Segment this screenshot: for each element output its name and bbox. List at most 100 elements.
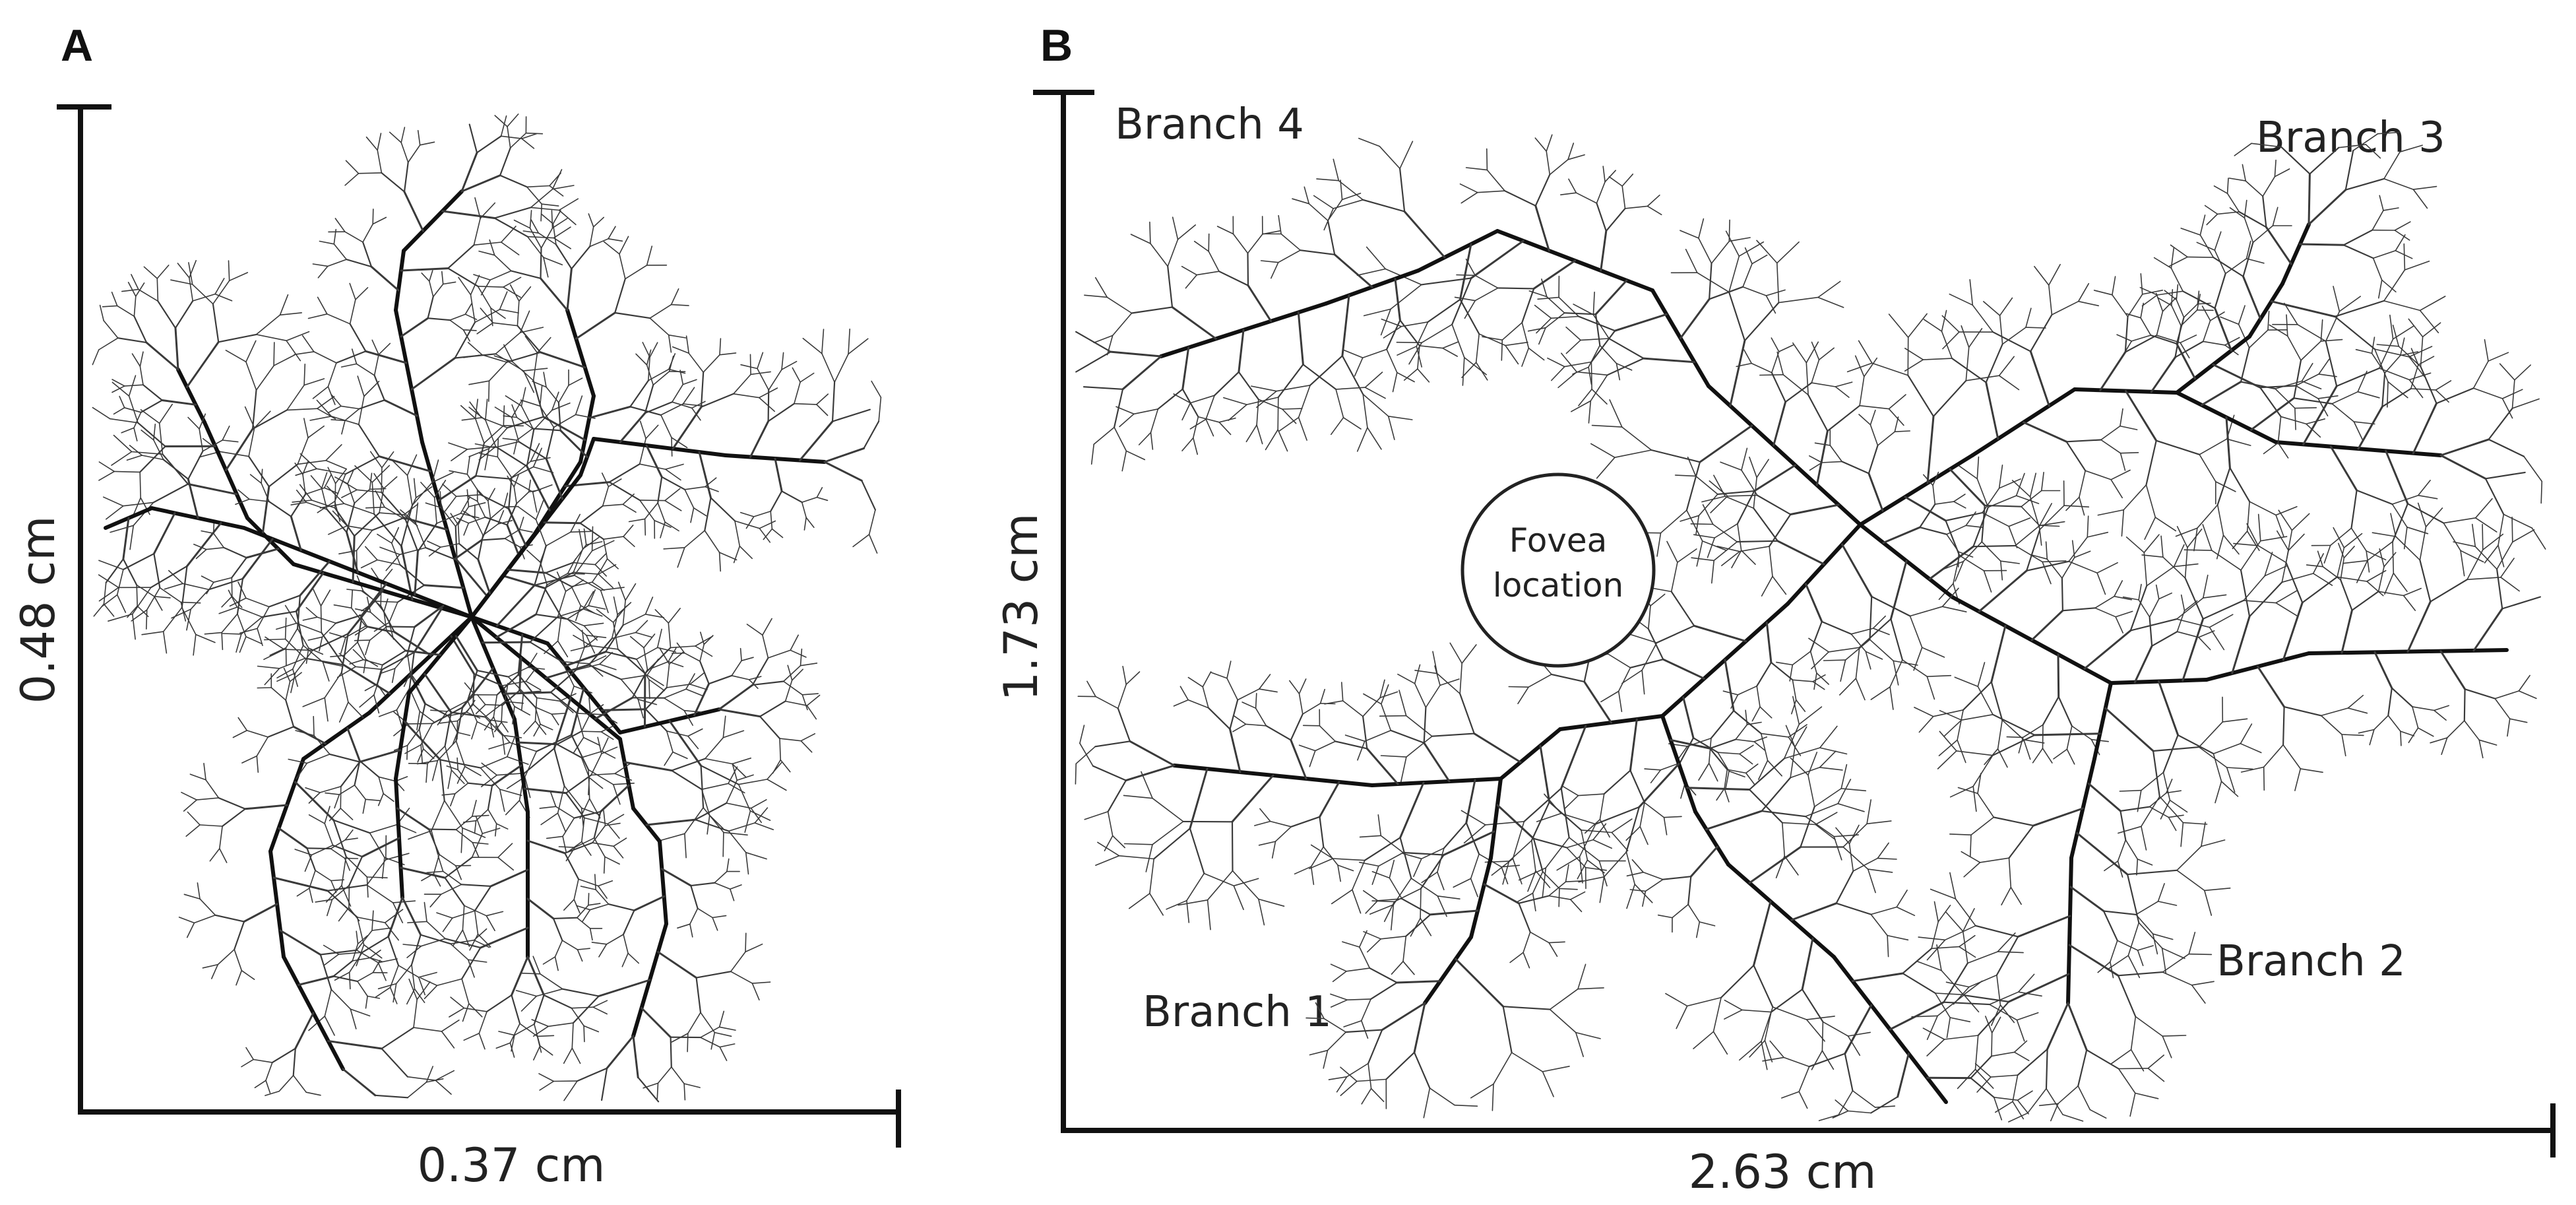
vessel-segment xyxy=(1616,362,1633,371)
vessel-segment xyxy=(1119,413,1135,428)
vessel-segment xyxy=(801,694,808,711)
vessel-segment xyxy=(1247,252,1249,286)
vessel-segment xyxy=(539,973,563,990)
vessel-segment xyxy=(2392,324,2400,347)
vessel-segment xyxy=(516,416,534,430)
vessel-segment xyxy=(383,611,387,632)
vessel-segment xyxy=(668,647,677,663)
vessel-segment xyxy=(349,282,356,300)
vessel-segment xyxy=(436,912,453,919)
vessel-segment xyxy=(399,564,425,586)
vessel-segment xyxy=(499,147,511,176)
vessel-segment xyxy=(571,245,591,270)
vessel-segment xyxy=(1459,183,1478,193)
vessel-segment xyxy=(463,1033,480,1041)
vessel-segment xyxy=(1955,560,1964,582)
vessel-segment xyxy=(614,311,651,319)
vessel-segment xyxy=(2029,472,2036,498)
vessel-segment xyxy=(1889,560,1908,620)
vessel-segment xyxy=(444,938,482,949)
vessel-segment xyxy=(2272,207,2278,226)
vessel-segment xyxy=(305,487,325,495)
vessel-segment xyxy=(1811,382,1837,387)
vessel-segment xyxy=(1539,744,1551,803)
vessel-segment xyxy=(2118,826,2142,834)
vessel-segment xyxy=(1745,772,1756,786)
vessel-segment xyxy=(1963,862,1981,878)
vessel-segment xyxy=(573,736,584,754)
vessel-segment xyxy=(1592,823,1607,841)
vessel-segment xyxy=(413,478,417,499)
vessel-segment xyxy=(1790,757,1809,776)
vessel-segment xyxy=(103,496,124,507)
vessel-segment xyxy=(406,653,411,674)
vessel-segment xyxy=(1618,690,1623,713)
vessel-segment xyxy=(1690,523,1714,525)
vessel-segment xyxy=(600,725,615,733)
vessel-segment xyxy=(1379,679,1385,699)
vessel-segment xyxy=(193,915,216,924)
vessel-segment xyxy=(375,987,391,998)
vessel-segment xyxy=(719,1043,736,1048)
vessel-segment xyxy=(1840,659,1846,682)
vessel-segment xyxy=(190,589,210,610)
vessel-segment xyxy=(1358,137,1381,147)
vessel-segment xyxy=(2482,523,2484,550)
vessel-segment xyxy=(1858,414,1871,426)
vessel-segment xyxy=(2155,440,2201,455)
vessel-segment xyxy=(2057,653,2060,698)
vessel-segment xyxy=(410,357,456,391)
vessel-segment xyxy=(231,557,247,579)
vessel-segment xyxy=(290,493,307,517)
vessel-segment xyxy=(364,546,378,561)
vessel-segment xyxy=(1342,416,1362,430)
vessel-segment xyxy=(1528,674,1552,688)
vessel-segment xyxy=(2366,550,2370,573)
vessel-segment xyxy=(2341,734,2364,736)
vessel-segment xyxy=(1858,618,1892,649)
vessel-segment xyxy=(1847,1035,1861,1056)
vessel-segment xyxy=(369,611,388,628)
vessel-segment xyxy=(768,369,782,391)
vessel-segment xyxy=(2149,598,2160,618)
vessel-segment xyxy=(592,1006,608,1015)
vessel-segment xyxy=(801,496,818,503)
vessel-segment xyxy=(416,711,421,731)
vessel-segment xyxy=(531,1019,550,1027)
vessel-segment xyxy=(1985,343,2003,383)
vessel-segment xyxy=(218,797,246,810)
vessel-segment xyxy=(529,227,542,249)
vessel-segment xyxy=(629,635,644,649)
vessel-segment xyxy=(1949,1017,1971,1023)
vessel-segment xyxy=(685,335,689,354)
vessel-segment xyxy=(571,734,590,771)
vessel-segment xyxy=(497,843,513,859)
vessel-segment xyxy=(425,763,428,783)
vessel-segment xyxy=(1745,764,1759,774)
vessel-segment xyxy=(1581,830,1588,861)
main-vessel xyxy=(618,737,635,810)
vessel-segment xyxy=(1106,296,1133,314)
vessel-segment xyxy=(407,921,427,924)
vessel-segment xyxy=(781,352,784,370)
vessel-segment xyxy=(1545,837,1570,868)
vessel-segment xyxy=(523,748,555,774)
vessel-segment xyxy=(113,471,141,473)
vessel-segment xyxy=(2152,933,2174,940)
vessel-segment xyxy=(406,454,418,476)
vessel-segment xyxy=(1150,243,1168,267)
vessel-segment xyxy=(497,509,505,525)
vessel-segment xyxy=(1298,693,1304,715)
vessel-segment xyxy=(2077,1085,2091,1111)
vessel-segment xyxy=(2357,405,2383,450)
vessel-segment xyxy=(496,772,525,776)
vessel-segment xyxy=(1535,870,1551,888)
vessel-segment xyxy=(1977,686,1994,715)
vessel-segment xyxy=(2410,364,2419,389)
vessel-segment xyxy=(2263,766,2265,791)
vessel-segment xyxy=(2282,601,2304,661)
vessel-segment xyxy=(278,657,306,669)
vessel-segment xyxy=(1202,671,1212,688)
vessel-segment xyxy=(526,897,555,920)
vessel-segment xyxy=(364,683,378,692)
